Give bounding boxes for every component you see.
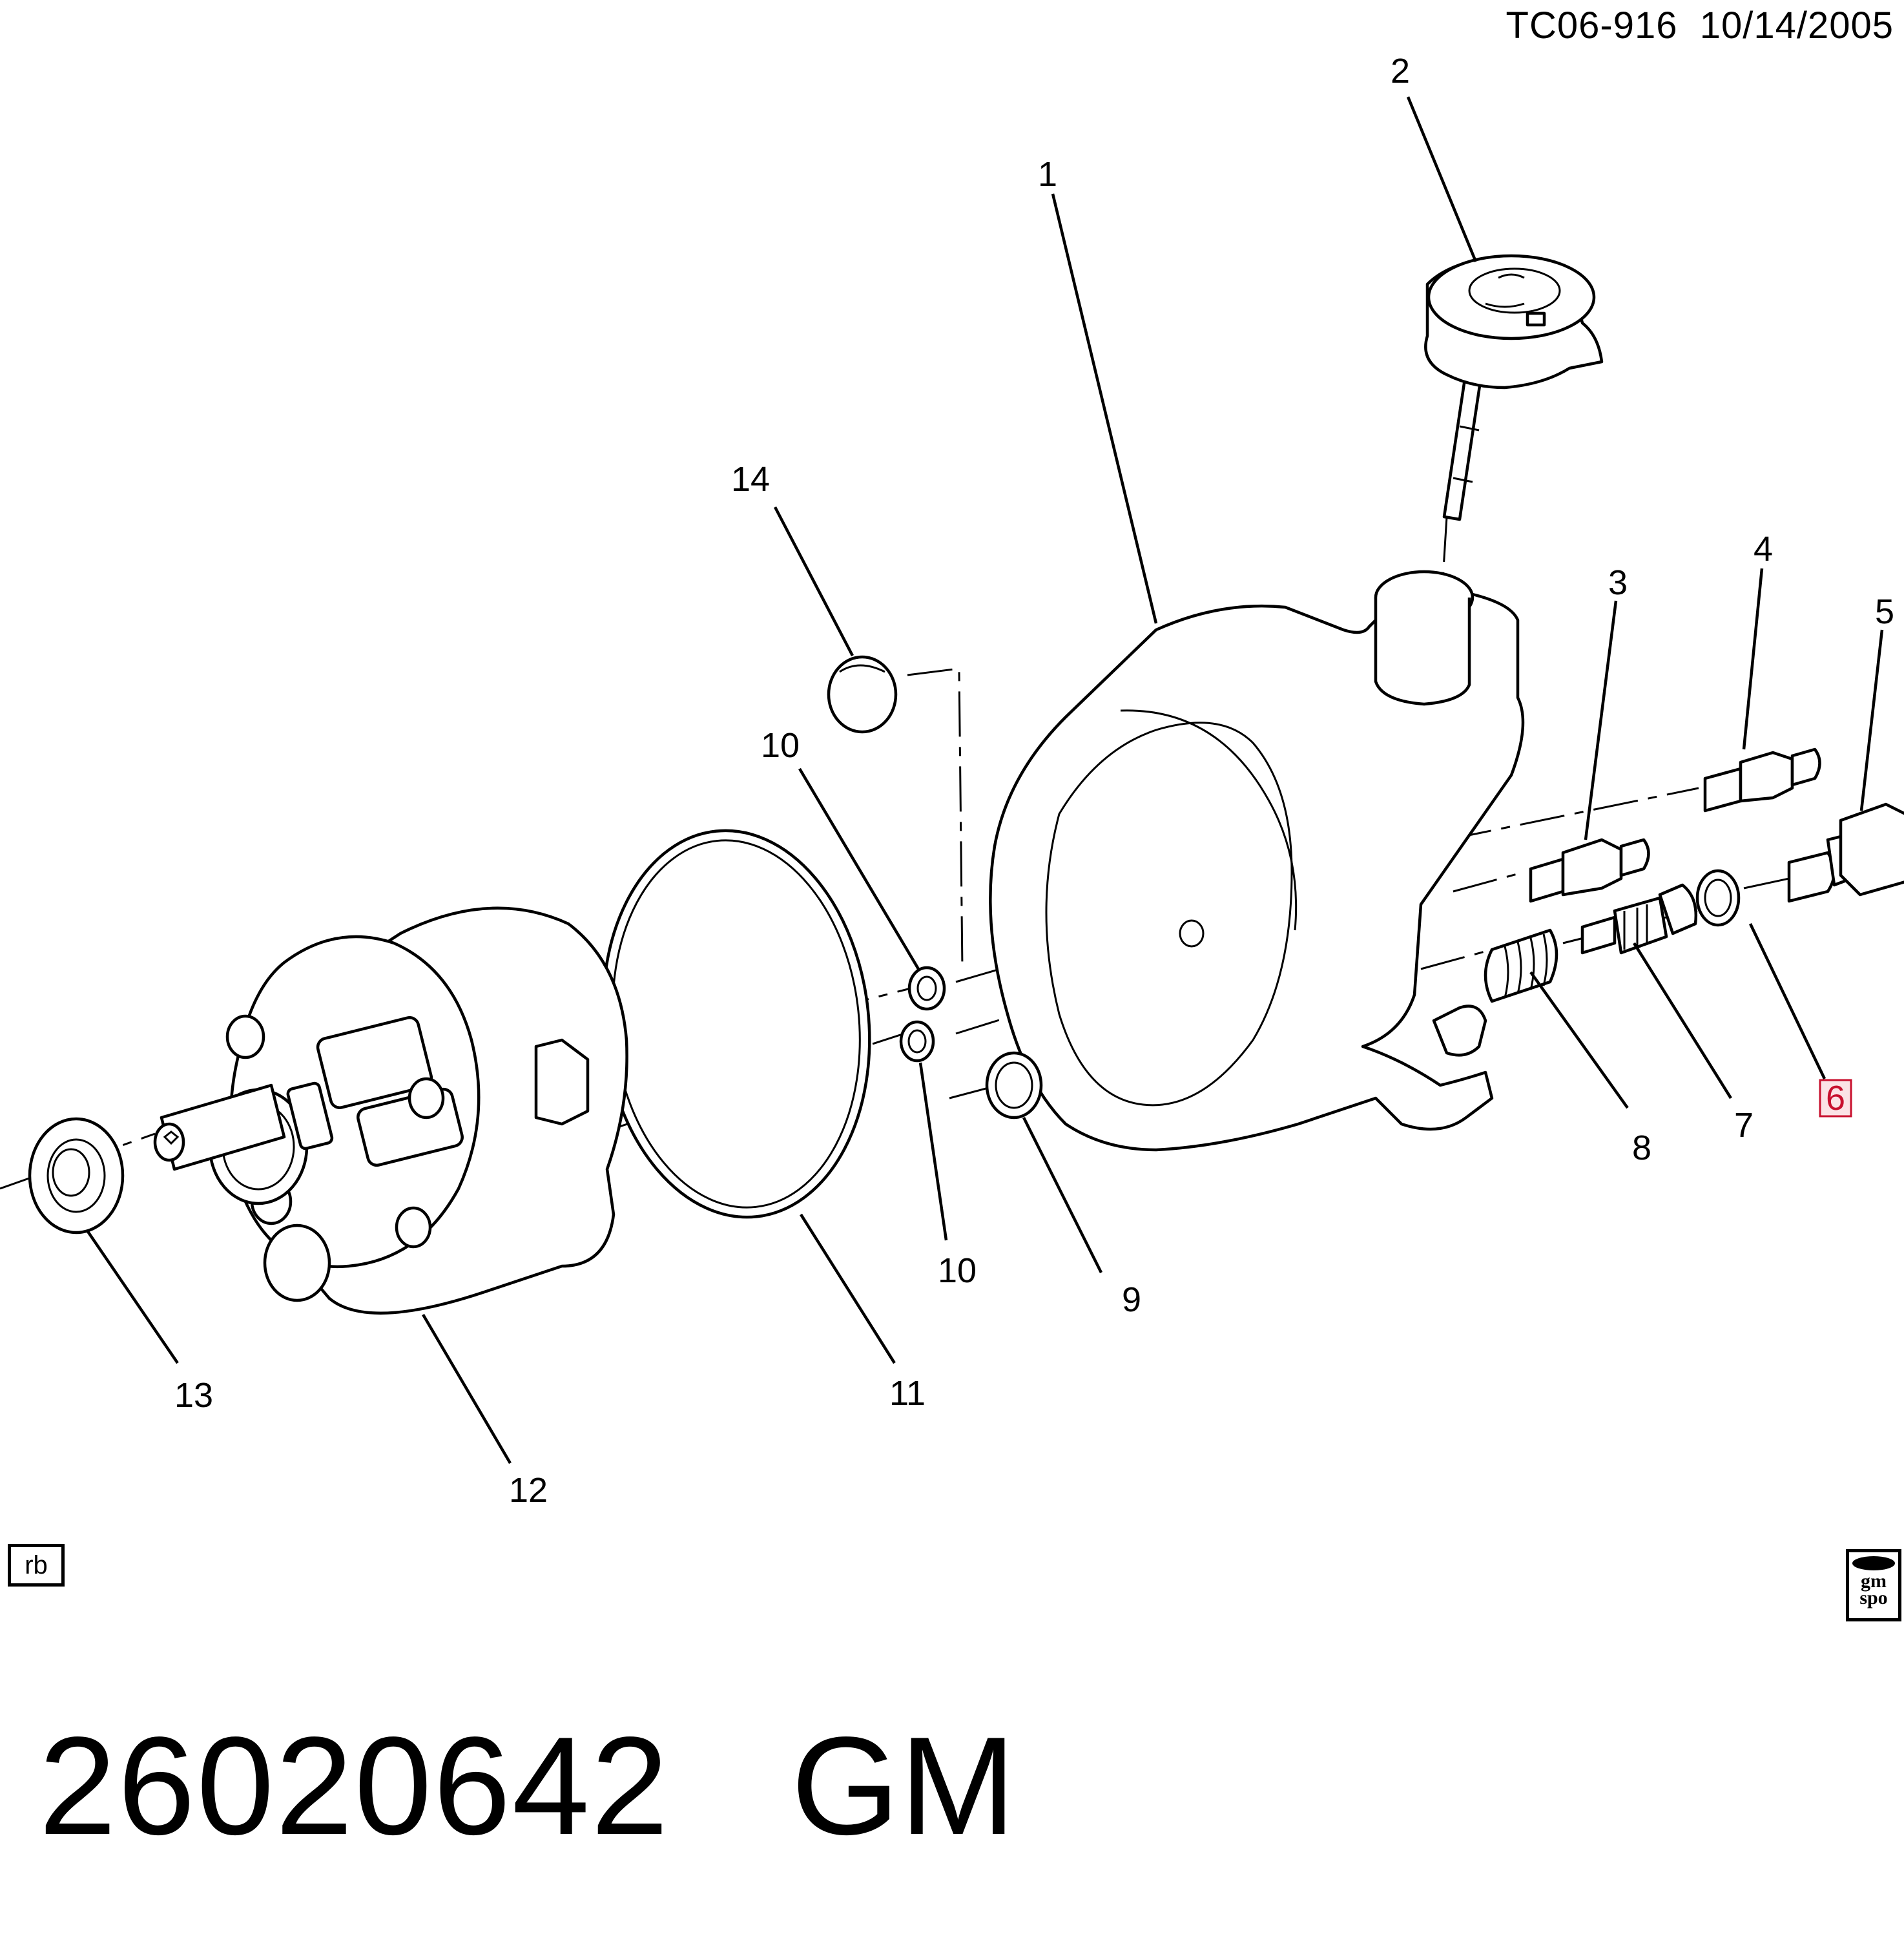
part-14-plug	[827, 655, 898, 734]
callout-1: 1	[1038, 155, 1057, 194]
callout-4: 4	[1754, 530, 1773, 568]
part-8-spring	[1484, 928, 1558, 1003]
gmspo-logo-icon: gm spo	[1846, 1549, 1901, 1621]
part-3-fitting	[1529, 838, 1650, 903]
logo-text-spo: spo	[1859, 1587, 1888, 1609]
callout-labels: 1 2 3 4 5 6 7 8 9 10 10 11 12 13 14	[174, 52, 1894, 1510]
part-5-hex-plug	[1787, 802, 1904, 903]
callout-8: 8	[1632, 1129, 1651, 1167]
highlight-box	[1819, 1079, 1852, 1118]
callout-10-upper: 10	[761, 726, 800, 765]
callout-11: 11	[889, 1374, 926, 1413]
callout-2: 2	[1391, 52, 1410, 90]
part-number: 26020642	[39, 1707, 670, 1864]
part-12-pump	[153, 906, 628, 1315]
part-11-o-ring	[601, 829, 871, 1219]
rb-tag: rb	[8, 1544, 65, 1587]
logo-text-gm: gm	[1861, 1570, 1887, 1592]
callout-9: 9	[1122, 1280, 1141, 1319]
manufacturer: GM	[791, 1707, 1016, 1864]
diagram-header: TC06-916 10/14/2005	[1506, 4, 1894, 47]
logo-cap	[1852, 1556, 1895, 1570]
diagram-code: TC06-916	[1506, 5, 1678, 47]
callout-6: 6	[1826, 1079, 1845, 1118]
callout-7: 7	[1734, 1106, 1754, 1145]
callout-13: 13	[174, 1376, 213, 1415]
part-7-valve	[1580, 883, 1697, 955]
callout-12: 12	[509, 1471, 548, 1510]
exploded-parts-diagram: 1 2 3 4 5 6 7 8 9 10 10 11 12 13 14	[0, 52, 1904, 1510]
part-4-fitting	[1703, 747, 1821, 813]
part-9-seal	[985, 1051, 1043, 1119]
part-6-o-ring	[1695, 869, 1741, 927]
callout-5: 5	[1875, 592, 1894, 631]
callout-10-lower: 10	[938, 1251, 977, 1290]
part-1-reservoir	[989, 570, 1525, 1152]
part-2-cap-dipstick	[1424, 254, 1604, 521]
callout-3: 3	[1608, 563, 1628, 602]
leader-lines	[86, 96, 1884, 1464]
diagram-date: 10/14/2005	[1699, 5, 1894, 47]
part-13-shaft-seal	[28, 1117, 125, 1234]
rb-tag-text: rb	[25, 1550, 48, 1579]
callout-14: 14	[731, 460, 770, 499]
part-10-small-seals	[899, 966, 946, 1063]
